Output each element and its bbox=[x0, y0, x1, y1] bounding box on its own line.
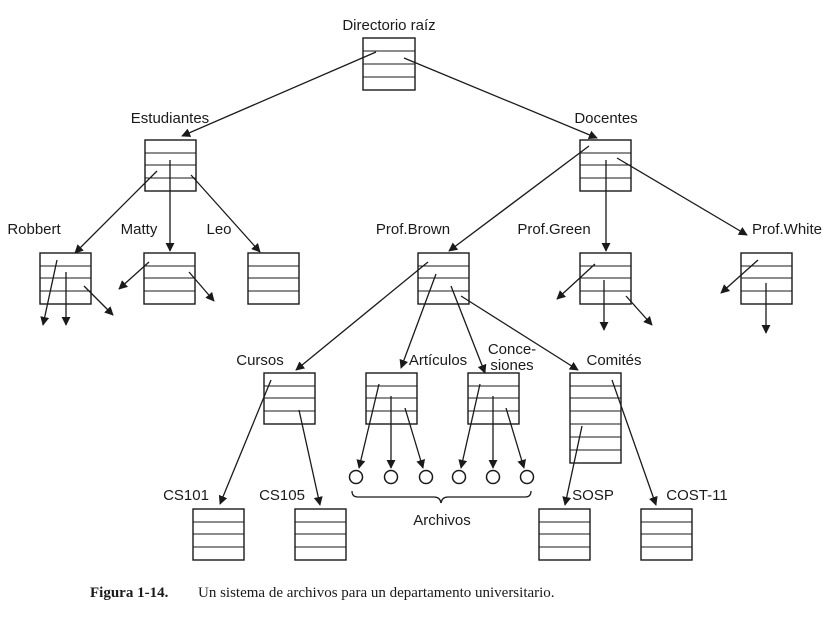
edge-brown-cursos bbox=[295, 261, 429, 371]
archivos-brace bbox=[351, 490, 532, 504]
label-cursos: Cursos bbox=[236, 352, 284, 369]
edge-root-docentes bbox=[403, 57, 598, 140]
label-cs101: CS101 bbox=[163, 487, 209, 504]
edge-articulos-file bbox=[404, 407, 425, 469]
edge-docentes-prof-brown bbox=[448, 145, 590, 252]
edge-estudiantes-leo bbox=[190, 174, 261, 253]
edge-matty-file bbox=[118, 261, 150, 290]
edge-green-file bbox=[625, 295, 653, 326]
label-articulos: Artículos bbox=[409, 352, 467, 369]
label-root: Directorio raíz bbox=[342, 17, 435, 34]
label-cost11: COST-11 bbox=[666, 487, 727, 504]
file-circles bbox=[348, 469, 535, 485]
directory-comites-box bbox=[569, 372, 622, 464]
file-circle bbox=[451, 469, 467, 485]
edge-comites-sosp bbox=[562, 425, 583, 506]
file-circle bbox=[519, 469, 535, 485]
edge-root-estudiantes bbox=[181, 51, 377, 137]
edge-brown-concesiones bbox=[450, 285, 487, 374]
caption-text: Un sistema de archivos para un departame… bbox=[198, 585, 555, 601]
label-archivos: Archivos bbox=[413, 512, 471, 529]
label-concesiones-line2: siones bbox=[490, 357, 533, 374]
edge-robbert-file bbox=[83, 285, 114, 316]
file-circle bbox=[348, 469, 364, 485]
label-prof-green: Prof.Green bbox=[517, 221, 590, 238]
label-concesiones-line1: Conce- bbox=[488, 341, 536, 358]
label-matty: Matty bbox=[121, 221, 158, 238]
edge-concesiones-file bbox=[458, 383, 481, 469]
label-cs105: CS105 bbox=[259, 487, 305, 504]
edge-docentes-prof-white bbox=[616, 157, 748, 236]
label-sosp: SOSP bbox=[572, 487, 614, 504]
edge-robbert-file bbox=[40, 259, 58, 326]
directory-cost11-box bbox=[640, 508, 693, 561]
edge-concesiones-file bbox=[505, 407, 526, 469]
directory-cursos-box bbox=[263, 372, 316, 425]
label-prof-white: Prof.White bbox=[752, 221, 822, 238]
edge-comites-cost11 bbox=[611, 379, 658, 506]
edge-articulos-file bbox=[356, 383, 380, 469]
edge-cursos-cs105 bbox=[298, 409, 323, 506]
label-prof-brown: Prof.Brown bbox=[376, 221, 450, 238]
label-comites: Comités bbox=[586, 352, 641, 369]
directory-prof-brown-box bbox=[417, 252, 470, 305]
label-robbert: Robbert bbox=[7, 221, 61, 238]
edge-matty-file bbox=[188, 271, 215, 302]
caption-label: Figura 1-14. bbox=[90, 585, 169, 601]
edge-white-file bbox=[720, 259, 759, 294]
directory-cs101-box bbox=[192, 508, 245, 561]
edge-estudiantes-robbert bbox=[74, 170, 158, 254]
tree-edges bbox=[40, 51, 771, 506]
directory-matty-box bbox=[143, 252, 196, 305]
label-docentes: Docentes bbox=[574, 110, 637, 127]
edge-brown-comites bbox=[460, 295, 579, 371]
directory-sosp-box bbox=[538, 508, 591, 561]
edge-brown-articulos bbox=[399, 273, 437, 369]
label-estudiantes: Estudiantes bbox=[131, 110, 209, 127]
directory-cs105-box bbox=[294, 508, 347, 561]
label-leo: Leo bbox=[206, 221, 231, 238]
directory-leo-box bbox=[247, 252, 300, 305]
file-circle bbox=[485, 469, 501, 485]
file-circle bbox=[418, 469, 434, 485]
file-circle bbox=[383, 469, 399, 485]
directory-root-box bbox=[362, 37, 416, 91]
edge-cursos-cs101 bbox=[218, 379, 272, 505]
directory-prof-green-box bbox=[579, 252, 632, 305]
edge-green-file bbox=[556, 263, 596, 300]
